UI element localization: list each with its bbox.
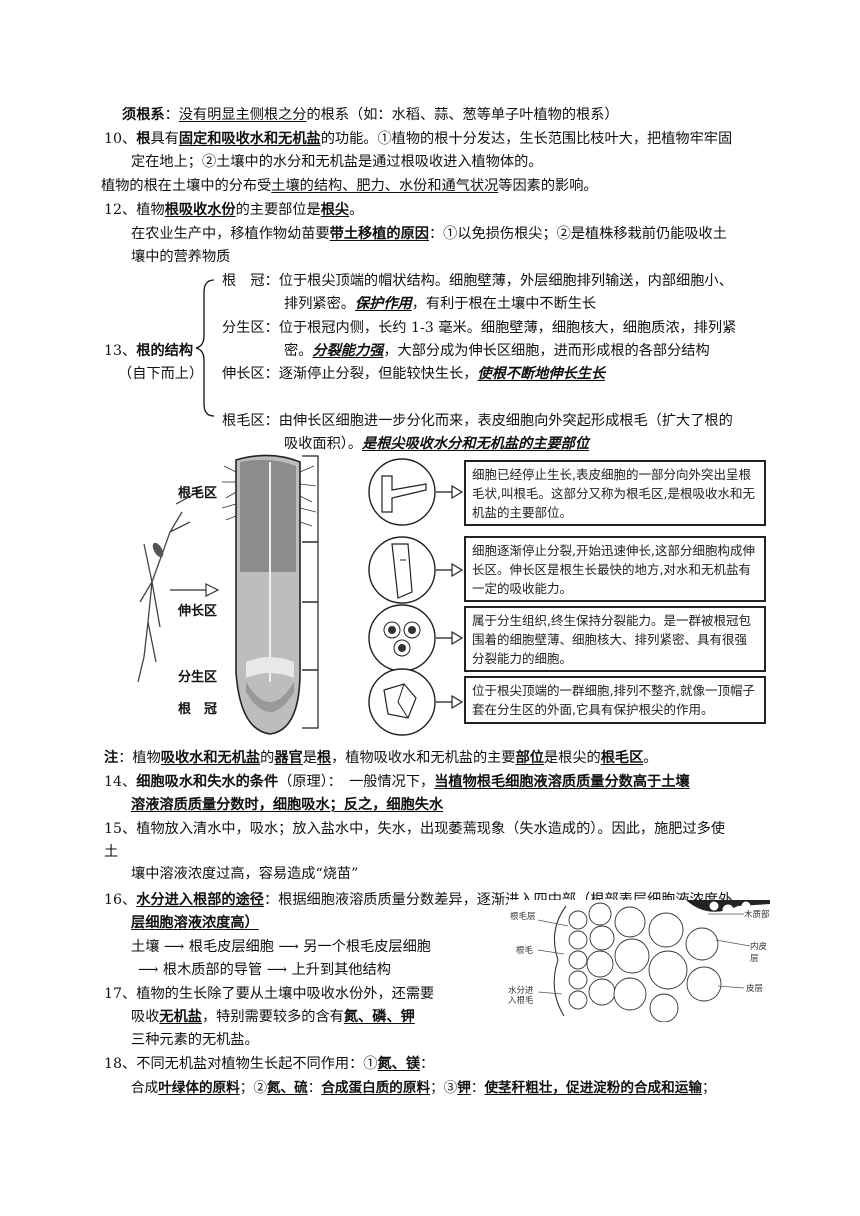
item-16-line2: 层细胞溶液浓度高） [131, 915, 259, 931]
meristem-line2: 密。分裂能力强，大部分成为伸长区细胞，进而形成根的各部分结构 [284, 343, 710, 359]
desc-box-root-cap: 位于根尖顶端的一群细胞,排列不整齐,就像一顶帽子套在分生区的外面,它具有保护根尖… [464, 676, 766, 724]
item-15-line2: 土 [104, 844, 119, 860]
item-17: 17、植物的生长除了要从土壤中吸收水份外，还需要 [104, 986, 435, 1002]
arrow-right-icon: ⟶ [278, 939, 299, 955]
cs-label-xylem: 木质部 [744, 910, 770, 920]
desc-box-root-hair: 细胞已经停止生长,表皮细胞的一部分向外突出呈根毛状,叫根毛。这部分又称为根毛区,… [464, 460, 766, 526]
item-15-line3: 壤中溶液浓度过高，容易造成“烧苗” [131, 866, 359, 882]
line-fibrous-root: 须根系：没有明显主侧根之分的根系（如：水稻、蒜、葱等单子叶植物的根系） [122, 107, 619, 123]
cs-label-water-entry: 水分进入根毛 [508, 986, 534, 1006]
cross-section-illustration [508, 900, 770, 1022]
cs-label-root-hair: 根毛 [516, 946, 534, 956]
def-fibrous-root: 没有明显主侧根之分 [178, 107, 307, 123]
cs-label-cortex: 皮层 [746, 984, 764, 994]
item-10: 10、根具有固定和吸收水和无机盐的功能。①植物的根十分发达，生长范围比枝叶大，把… [104, 131, 733, 147]
item-15: 15、植物放入清水中，吸水；放入盐水中，失水，出现萎蔫现象（失水造成的）。因此，… [104, 821, 726, 837]
arrow-right-icon: ⟶ [266, 962, 288, 978]
desc-box-meristem: 属于分生组织,终生保持分裂能力。是一群被根冠包围着的细胞壁薄、细胞核大、排列紧密… [464, 606, 766, 672]
item-17-line3: 三种元素的无机盐。 [131, 1032, 259, 1048]
item-14: 14、细胞吸水和失水的条件（原理）： 一般情况下，当植物根毛细胞液溶质质量分数高… [104, 774, 690, 790]
label-root-cap: 根 冠 [178, 702, 218, 717]
term-fibrous-root: 须根系 [122, 107, 165, 123]
item-12-line2: 在农业生产中，移植作物幼苗要带土移植的原因：①以免损伤根尖；②是植株移栽前仍能吸… [131, 226, 727, 242]
brace-icon [195, 279, 215, 417]
item-10-line2: 定在地上；②土壤中的水分和无机盐是通过根吸收进入植物体的。 [131, 154, 543, 170]
item-17-line2: 吸收无机盐，特别需要较多的含有氮、磷、钾 [131, 1009, 415, 1025]
item-18: 18、不同无机盐对植物生长起不同作用：①氮、镁： [104, 1056, 435, 1072]
arrow-right-icon: ⟶ [163, 939, 185, 955]
water-path-flow-1: 土壤 ⟶ 根毛皮层细胞 ⟶ 另一个根毛皮层细胞 [131, 939, 431, 955]
cs-label-root-hair-layer: 根毛层 [510, 912, 536, 922]
root-tip-illustration [137, 454, 464, 736]
item-12: 12、植物根吸收水份的主要部位是根尖。 [104, 202, 364, 218]
label-root-hair-zone: 根毛区 [178, 486, 218, 501]
root-tip-figure: 根毛区 伸长区 分生区 根 冠 细胞已经停止生长,表皮细胞的一部分向外突出呈根毛… [130, 452, 770, 736]
note-line: 注：植物吸收水和无机盐的器官是根，植物吸收水和无机盐的主要部位是根尖的根毛区。 [104, 750, 658, 766]
item-12-line3: 壤中的营养物质 [131, 249, 231, 265]
item-11: 植物的根在土壤中的分布受土壤的结构、肥力、水份和通气状况等因素的影响。 [101, 178, 598, 194]
root-cap-line1: 根 冠：位于根尖顶端的帽状结构。细胞壁薄，外层细胞排列输送，内部细胞小、 [222, 273, 733, 289]
elongation-line1: 伸长区：逐渐停止分裂，但能较快生长，使根不断地伸长生长 [222, 366, 606, 382]
label-elongation-zone: 伸长区 [178, 604, 218, 619]
item-18-line2: 合成叶绿体的原料；②氮、硫：合成蛋白质的原料；③钾：使茎秆粗壮，促进淀粉的合成和… [131, 1080, 716, 1096]
water-path-flow-2: ⟶ 根木质部的导管 ⟶ 上升到其他结构 [138, 962, 391, 978]
root-cap-line2: 排列紧密。保护作用，有利于根在土壤中不断生长 [284, 296, 597, 312]
label-meristem-zone: 分生区 [178, 670, 218, 685]
arrow-right-icon: ⟶ [138, 962, 159, 978]
item-14-line2: 溶液溶质质量分数时，细胞吸水；反之，细胞失水 [131, 797, 444, 813]
cs-label-endodermis: 内皮层 [750, 942, 768, 964]
root-hair-line2: 吸收面积）。是根尖吸收水分和无机盐的主要部位 [284, 436, 590, 452]
meristem-line1: 分生区：位于根冠内侧，长约 1-3 毫米。细胞壁薄，细胞核大，细胞质浓，排列紧 [222, 320, 737, 336]
desc-box-elongation: 细胞逐渐停止分裂,开始迅速伸长,这部分细胞构成伸长区。伸长区是根生长最快的地方,… [464, 536, 766, 602]
root-cross-section-figure: 根毛层 根毛 水分进入根毛 木质部 内皮层 皮层 [508, 900, 770, 1022]
item-13-title: 13、根的结构 [104, 343, 194, 359]
item-13-subtitle: （自下而上） [118, 366, 204, 382]
root-hair-line1: 根毛区：由伸长区细胞进一步分化而来，表皮细胞向外突起形成根毛（扩大了根的 [222, 413, 733, 429]
